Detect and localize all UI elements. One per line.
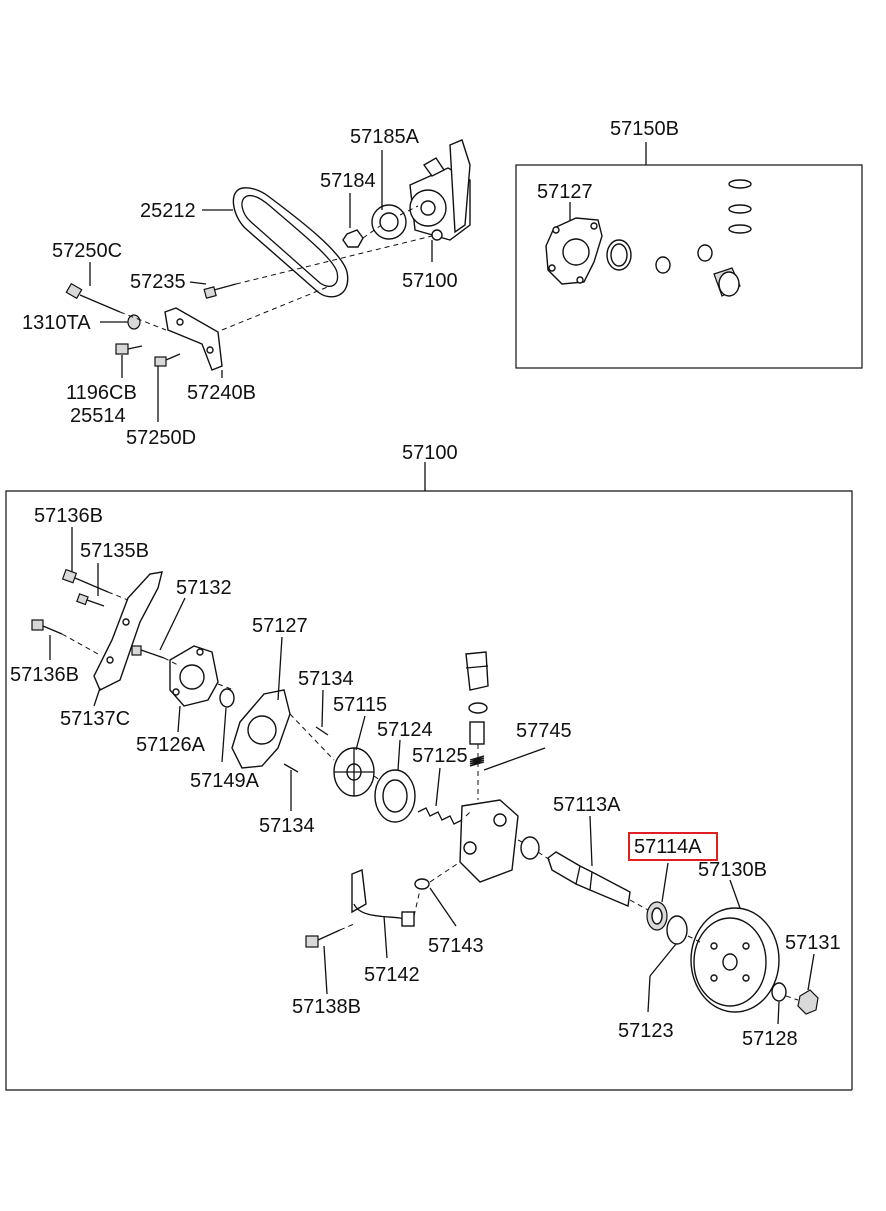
bolt-1196CB-drawing	[115, 343, 143, 355]
seal-kit-group: 57150B 57127	[515, 118, 863, 369]
belt-drawing	[232, 187, 349, 298]
washer-1310TA-drawing	[127, 314, 141, 330]
label-57149A: 57149A	[190, 770, 260, 792]
pin-57134-bottom-drawing	[283, 763, 299, 773]
top-assembly: 57185A 57184 25212 57250C 57235 57100 13…	[22, 126, 471, 449]
bolt-57250D-drawing	[154, 353, 181, 367]
label-57127-kit: 57127	[537, 181, 593, 203]
seal-57114A-drawing	[646, 901, 668, 931]
label-57115: 57115	[333, 694, 387, 716]
bolt-57235-drawing	[203, 283, 237, 299]
label-1310TA: 1310TA	[22, 312, 91, 334]
label-57235: 57235	[130, 271, 186, 293]
rotor-57115-drawing	[333, 747, 375, 797]
label-57137C: 57137C	[60, 708, 130, 730]
kit-ring-3-drawing	[728, 224, 752, 234]
label-57136B-top: 57136B	[34, 505, 103, 527]
kit-ring-1-drawing	[728, 179, 752, 189]
label-57240B: 57240B	[187, 382, 256, 404]
pump-breakdown-box	[5, 490, 853, 1091]
label-57131: 57131	[785, 932, 841, 954]
pump-breakdown-group: 57100 57136B 57135B 57132 57127 57136B 5…	[5, 442, 853, 1091]
label-57250C: 57250C	[52, 240, 122, 262]
washer-57128-drawing	[771, 982, 787, 1002]
label-57127-main: 57127	[252, 615, 308, 637]
oring-57123-drawing	[666, 915, 688, 945]
spring-57125-drawing	[417, 807, 463, 825]
bolt-57132-drawing	[131, 645, 165, 659]
label-57185A: 57185A	[350, 126, 420, 148]
label-57143: 57143	[428, 935, 484, 957]
label-57100-top: 57100	[402, 270, 458, 292]
label-57250D: 57250D	[126, 427, 196, 449]
label-25514: 25514	[70, 405, 126, 427]
label-57184: 57184	[320, 170, 376, 192]
nut-57131-drawing	[797, 989, 819, 1015]
highlight-57114A	[628, 832, 718, 861]
label-57128: 57128	[742, 1028, 798, 1050]
label-57100-main: 57100	[402, 442, 458, 464]
bracket-drawing	[164, 307, 223, 371]
label-57134-top: 57134	[298, 668, 354, 690]
label-57135B: 57135B	[80, 540, 149, 562]
label-57126A: 57126A	[136, 734, 206, 756]
seal-kit-box	[515, 164, 863, 369]
label-57132: 57132	[176, 577, 232, 599]
nut-drawing	[342, 229, 364, 248]
camring-57124-drawing	[374, 769, 416, 823]
label-57136B-left: 57136B	[10, 664, 79, 686]
bolt-57250C-drawing	[65, 282, 121, 313]
label-57138B: 57138B	[292, 996, 361, 1018]
pump-housing-drawing	[459, 799, 519, 883]
pulley-gear-drawing	[371, 204, 407, 240]
pump-assembly-drawing	[409, 139, 471, 241]
bolt-57136B-left-drawing	[31, 619, 63, 635]
label-57123: 57123	[618, 1020, 674, 1042]
label-57150B: 57150B	[610, 118, 679, 140]
bush-57149A-drawing	[219, 688, 235, 708]
valve-57745-drawing	[465, 651, 489, 767]
bolt-57136B-top-drawing	[61, 568, 109, 607]
label-57113A: 57113A	[553, 794, 621, 816]
label-1196CB: 1196CB	[66, 382, 137, 404]
oring-57143-drawing	[414, 878, 430, 890]
label-57142: 57142	[364, 964, 420, 986]
label-25212: 25212	[140, 200, 196, 222]
label-57114A: 57114A	[634, 836, 702, 858]
label-57125: 57125	[412, 745, 468, 767]
label-57130B: 57130B	[698, 859, 767, 881]
kit-oring-small-drawing	[655, 256, 671, 274]
pin-57134-top-drawing	[315, 726, 329, 736]
pipe-57142-drawing	[351, 869, 415, 927]
label-57124: 57124	[377, 719, 433, 741]
shaft-57113A-drawing	[547, 851, 631, 907]
label-57745: 57745	[516, 720, 572, 742]
kit-seal-drawing	[713, 267, 741, 297]
kit-ring-2-drawing	[728, 204, 752, 214]
bolt-57138B-drawing	[305, 929, 341, 948]
pulley-57130B-drawing	[690, 907, 780, 1013]
label-57134-bottom: 57134	[259, 815, 315, 837]
